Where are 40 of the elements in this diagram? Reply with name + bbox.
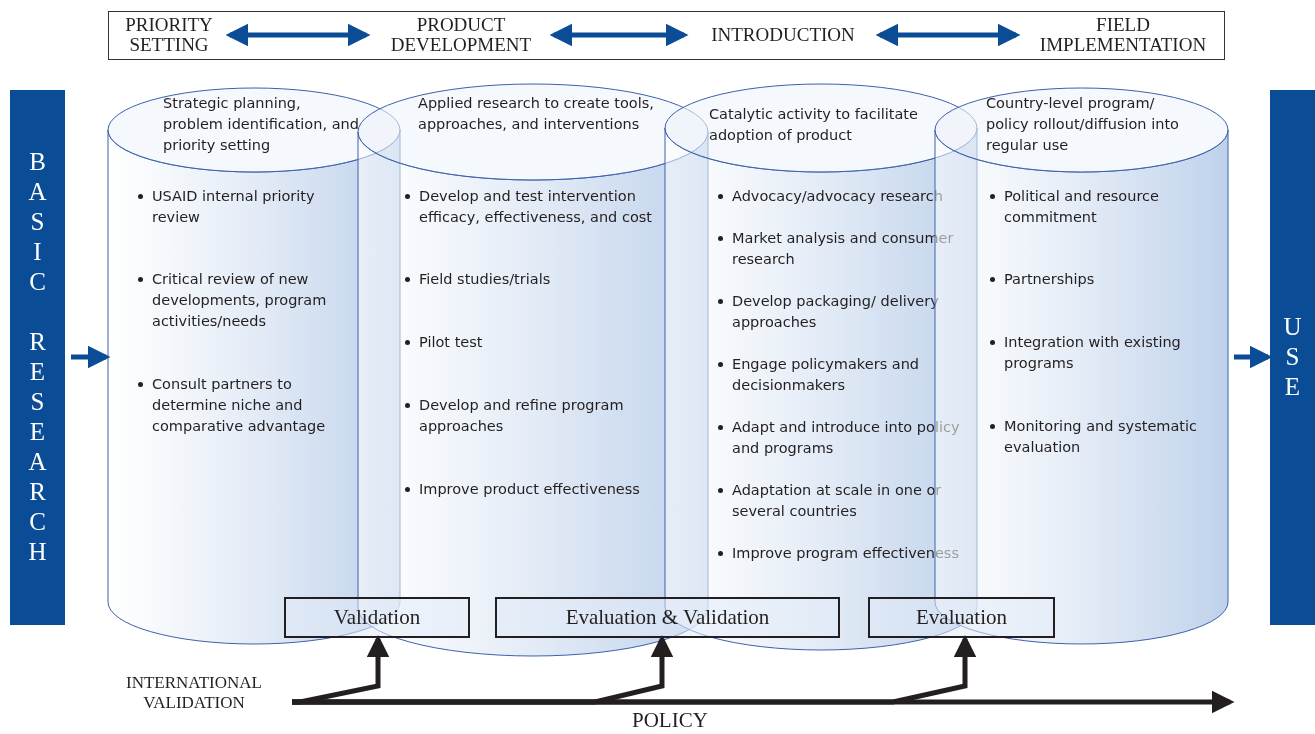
bullet-text: Political and resource commitment: [1004, 187, 1160, 227]
arrow: [875, 23, 1021, 47]
stage-label: PRIORITY SETTING: [113, 15, 225, 57]
bullet-text: Engage policymakers and decisionmakers: [732, 355, 921, 395]
bullet-text: Market analysis and consumer research: [732, 229, 955, 269]
bullet-text: Pilot test: [419, 333, 483, 352]
activity-box: Evaluation: [868, 597, 1055, 638]
stage-label: INTRODUCTION: [691, 25, 875, 47]
stage-label: FIELD IMPLEMENTATION: [1023, 15, 1223, 57]
bullet-text: Partnerships: [1004, 270, 1095, 289]
bullet-text: Consult partners to determine niche and comparative advantage: [152, 375, 327, 436]
input-label: INTERNATIONAL VALIDATION: [104, 673, 284, 715]
arrow: [549, 23, 689, 47]
stage-heading: Applied research to create tools, approaches, and interventions: [418, 94, 655, 134]
bullet-text: Monitoring and systematic evaluation: [1004, 417, 1199, 457]
bullet-text: Field studies/trials: [419, 270, 551, 289]
stage-heading: Strategic planning, problem identification, and priority setting: [163, 94, 360, 155]
arrow: [71, 345, 111, 369]
bullet-text: Integration with existing programs: [1004, 333, 1182, 373]
stage-banner: [108, 11, 1225, 60]
bullet-text: Improve product effectiveness: [419, 480, 640, 499]
stage-label: PRODUCT DEVELOPMENT: [373, 15, 549, 57]
bullet-text: Develop and refine program approaches: [419, 396, 625, 436]
bullet-text: Advocacy/advocacy research: [732, 187, 943, 206]
side-bar: BASIC RESEARCH: [10, 90, 65, 625]
stage-heading: Country-level program/ policy rollout/diffusion into regular use: [986, 94, 1180, 155]
arrow: [225, 23, 371, 47]
bullet-text: Develop packaging/ delivery approaches: [732, 292, 940, 332]
bullet-text: Adapt and introduce into policy and programs: [732, 418, 961, 458]
bullet-text: Develop and test intervention efficacy, effectiveness, and cost: [419, 187, 653, 227]
activity-box: Evaluation & Validation: [495, 597, 840, 638]
arrow: [1234, 345, 1273, 369]
bullet-text: Critical review of new developments, program activities/needs: [152, 270, 328, 331]
bullet-text: Improve program effectiveness: [732, 544, 959, 563]
activity-box: Validation: [284, 597, 470, 638]
arrow: [292, 634, 977, 705]
side-bar: USE: [1270, 90, 1315, 625]
bullet-text: Adaptation at scale in one or several countries: [732, 481, 943, 521]
stage-heading: Catalytic activity to facilitate adoption of product: [709, 105, 919, 145]
bullet-text: USAID internal priority review: [152, 187, 316, 227]
